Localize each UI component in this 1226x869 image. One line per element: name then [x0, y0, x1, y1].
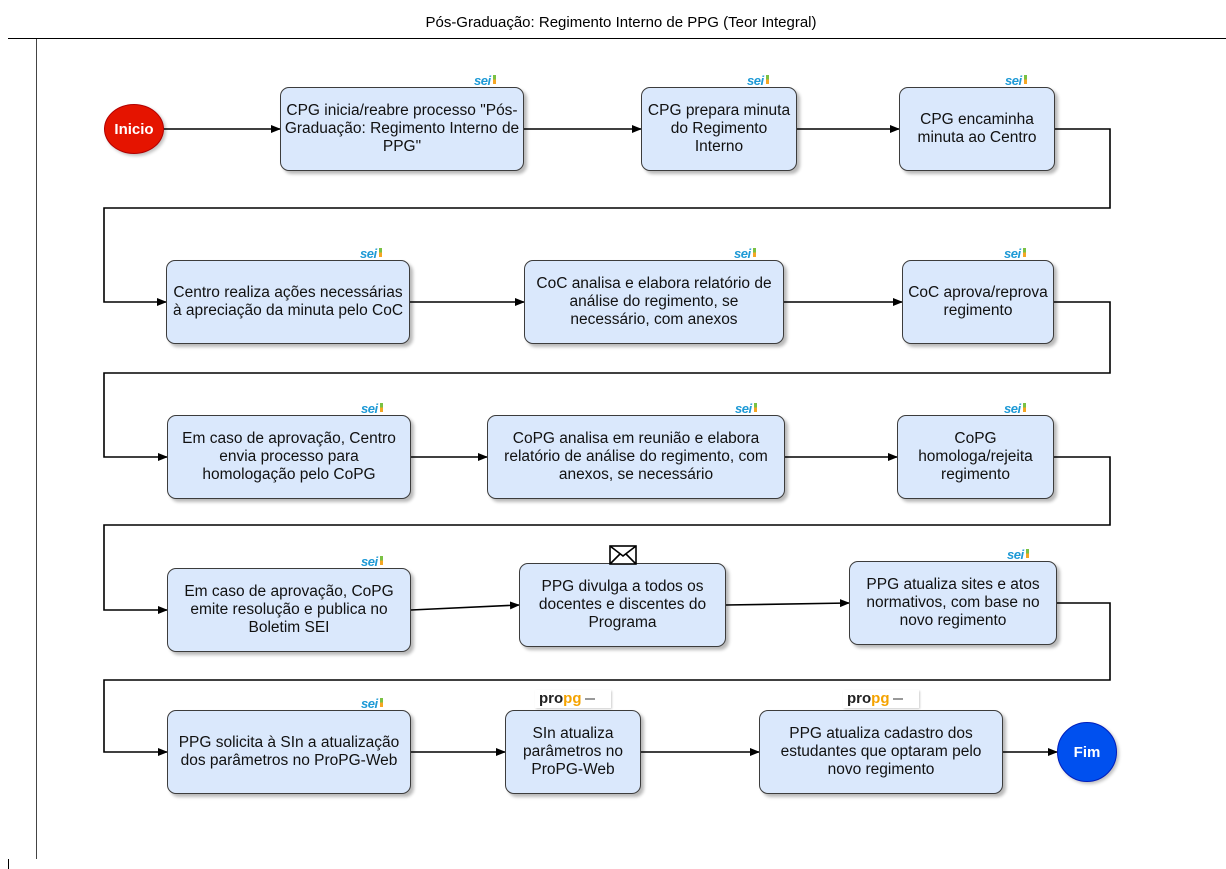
task-12[interactable]: PPG atualiza sites e atos normativos, co…	[849, 561, 1057, 645]
task-11[interactable]: PPG divulga a todos os docentes e discen…	[519, 563, 726, 647]
task-4[interactable]: Centro realiza ações necessárias à aprec…	[166, 260, 410, 344]
connector	[410, 601, 520, 611]
task-7[interactable]: Em caso de aprovação, Centro envia proce…	[167, 415, 411, 499]
sei-logo-icon: sei	[474, 73, 496, 88]
task-label: PPG atualiza cadastro dos estudantes que…	[780, 725, 982, 778]
task-3[interactable]: CPG encaminha minuta ao Centro	[899, 87, 1055, 171]
sei-logo-icon: sei	[1004, 246, 1026, 261]
task-5[interactable]: CoC analisa e elabora relatório de análi…	[524, 260, 784, 344]
task-label: Centro realiza ações necessárias à aprec…	[172, 284, 404, 319]
task-label: CPG encaminha minuta ao Centro	[917, 111, 1037, 146]
start-event[interactable]: Inicio	[104, 104, 164, 154]
task-label: CoPG homologa/rejeita regimento	[918, 430, 1033, 483]
task-label: SIn atualiza parâmetros no ProPG-Web	[523, 725, 623, 778]
task-label: Em caso de aprovação, Centro envia proce…	[182, 430, 396, 483]
task-1[interactable]: CPG inicia/reabre processo "Pós-Graduaçã…	[280, 87, 524, 171]
sei-logo-icon: sei	[734, 246, 756, 261]
sei-logo-icon: sei	[735, 401, 757, 416]
task-14[interactable]: SIn atualiza parâmetros no ProPG-Web	[505, 710, 641, 794]
task-6[interactable]: CoC aprova/reprova regimento	[902, 260, 1054, 344]
sei-logo-icon: sei	[747, 73, 769, 88]
task-label: PPG solicita à SIn a atualização dos par…	[178, 734, 400, 769]
swimlane-header	[8, 39, 37, 859]
pool-title: Pós-Graduação: Regimento Interno de PPG …	[8, 8, 1226, 39]
task-label: Em caso de aprovação, CoPG emite resoluç…	[184, 583, 394, 636]
task-label: CPG prepara minuta do Regimento Interno	[647, 102, 791, 155]
task-label: PPG divulga a todos os docentes e discen…	[538, 578, 707, 631]
sei-logo-icon: sei	[361, 554, 383, 569]
task-13[interactable]: PPG solicita à SIn a atualização dos par…	[167, 710, 411, 794]
task-9[interactable]: CoPG homologa/rejeita regimento	[897, 415, 1054, 499]
task-label: CoPG analisa em reunião e elabora relató…	[504, 430, 768, 483]
task-15[interactable]: PPG atualiza cadastro dos estudantes que…	[759, 710, 1003, 794]
envelope-icon	[608, 545, 637, 565]
connector-wrap	[103, 128, 1111, 306]
task-label: PPG atualiza sites e atos normativos, co…	[866, 576, 1040, 629]
sei-logo-icon: sei	[1005, 73, 1027, 88]
task-label: CPG inicia/reabre processo "Pós-Graduaçã…	[284, 102, 520, 155]
task-10[interactable]: Em caso de aprovação, CoPG emite resoluç…	[167, 568, 411, 652]
propg-logo-icon: propg	[535, 690, 611, 708]
task-label: CoC aprova/reprova regimento	[908, 284, 1048, 319]
end-event[interactable]: Fim	[1057, 722, 1117, 782]
propg-logo-icon: propg	[843, 690, 919, 708]
task-2[interactable]: CPG prepara minuta do Regimento Interno	[641, 87, 797, 171]
connector-wrap	[103, 301, 1111, 461]
connector-wrap	[103, 456, 1111, 614]
sei-logo-icon: sei	[1004, 401, 1026, 416]
sei-logo-icon: sei	[360, 246, 382, 261]
connector-wrap	[103, 602, 1111, 756]
sei-logo-icon: sei	[361, 696, 383, 711]
task-8[interactable]: CoPG analisa em reunião e elabora relató…	[487, 415, 785, 499]
connector	[725, 599, 850, 608]
sei-logo-icon: sei	[361, 401, 383, 416]
task-label: CoC analisa e elabora relatório de análi…	[536, 275, 772, 328]
sei-logo-icon: sei	[1007, 547, 1029, 562]
